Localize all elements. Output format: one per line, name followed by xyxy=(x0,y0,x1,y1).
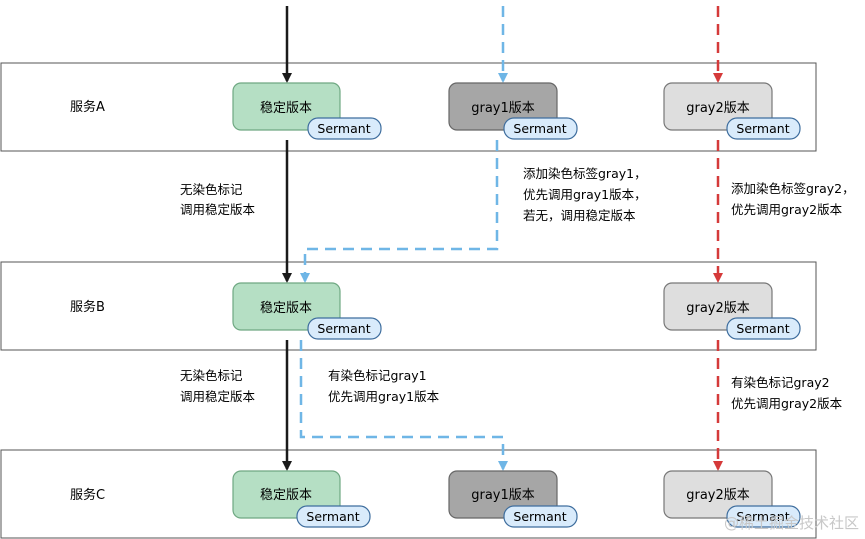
watermark: @稀土掘金技术社区 xyxy=(723,514,859,532)
version-label: gray2版本 xyxy=(686,488,750,503)
sermant-badge: Sermant xyxy=(726,505,801,528)
version-label: 稳定版本 xyxy=(260,300,312,316)
version-label: 稳定版本 xyxy=(260,487,312,503)
svg-text:若无，调用稳定版本: 若无，调用稳定版本 xyxy=(523,208,636,223)
svg-text:Sermant: Sermant xyxy=(736,509,789,524)
version-label: gray1版本 xyxy=(471,488,535,503)
service-a-label: 服务A xyxy=(70,99,105,115)
service-c-label: 服务C xyxy=(70,487,105,503)
version-label: gray2版本 xyxy=(686,301,750,316)
svg-text:优先调用gray1版本: 优先调用gray1版本 xyxy=(328,389,440,404)
note-bc-gray1: 有染色标记gray1 优先调用gray1版本 xyxy=(328,368,440,404)
sermant-badge: Sermant xyxy=(503,117,578,140)
node-a-stable: 稳定版本 xyxy=(232,82,341,131)
svg-text:Sermant: Sermant xyxy=(736,321,789,336)
service-b-label: 服务B xyxy=(70,299,105,315)
sermant-badge: Sermant xyxy=(307,117,382,140)
arrow-gray1-b-to-gray1-c xyxy=(299,340,508,471)
svg-text:优先调用gray2版本: 优先调用gray2版本 xyxy=(731,202,843,217)
svg-text:Sermant: Sermant xyxy=(317,121,370,136)
sermant-badge: Sermant xyxy=(503,505,578,528)
svg-text:Sermant: Sermant xyxy=(513,509,566,524)
svg-text:调用稳定版本: 调用稳定版本 xyxy=(180,202,256,217)
arrow-gray1-a-to-stable-b xyxy=(300,140,499,283)
version-label: 稳定版本 xyxy=(260,100,312,116)
svg-text:Sermant: Sermant xyxy=(736,121,789,136)
version-label: gray2版本 xyxy=(686,101,750,116)
svg-text:无染色标记: 无染色标记 xyxy=(180,368,243,383)
svg-text:有染色标记gray2: 有染色标记gray2 xyxy=(731,375,830,390)
note-ab-stable: 无染色标记 调用稳定版本 xyxy=(180,182,256,217)
note-bc-gray2: 有染色标记gray2 优先调用gray2版本 xyxy=(731,375,843,411)
sermant-badge: Sermant xyxy=(726,317,801,340)
svg-text:添加染色标签gray2，: 添加染色标签gray2， xyxy=(731,181,855,196)
svg-text:优先调用gray1版本，: 优先调用gray1版本， xyxy=(523,187,647,202)
sermant-badge: Sermant xyxy=(307,317,382,340)
note-ab-gray2: 添加染色标签gray2， 优先调用gray2版本 xyxy=(731,181,855,217)
svg-text:Sermant: Sermant xyxy=(513,121,566,136)
svg-text:调用稳定版本: 调用稳定版本 xyxy=(180,389,256,404)
note-bc-stable: 无染色标记 调用稳定版本 xyxy=(180,368,256,404)
svg-text:有染色标记gray1: 有染色标记gray1 xyxy=(328,368,427,383)
svg-text:添加染色标签gray1，: 添加染色标签gray1， xyxy=(523,166,647,181)
node-b-stable: 稳定版本 xyxy=(232,282,341,331)
svg-text:Sermant: Sermant xyxy=(317,321,370,336)
version-label: gray1版本 xyxy=(471,101,535,116)
svg-text:Sermant: Sermant xyxy=(306,509,359,524)
sermant-badge: Sermant xyxy=(726,117,801,140)
svg-text:优先调用gray2版本: 优先调用gray2版本 xyxy=(731,396,843,411)
svg-text:无染色标记: 无染色标记 xyxy=(180,182,243,197)
note-ab-gray1: 添加染色标签gray1， 优先调用gray1版本， 若无，调用稳定版本 xyxy=(523,166,647,223)
sermant-badge: Sermant xyxy=(296,505,371,528)
